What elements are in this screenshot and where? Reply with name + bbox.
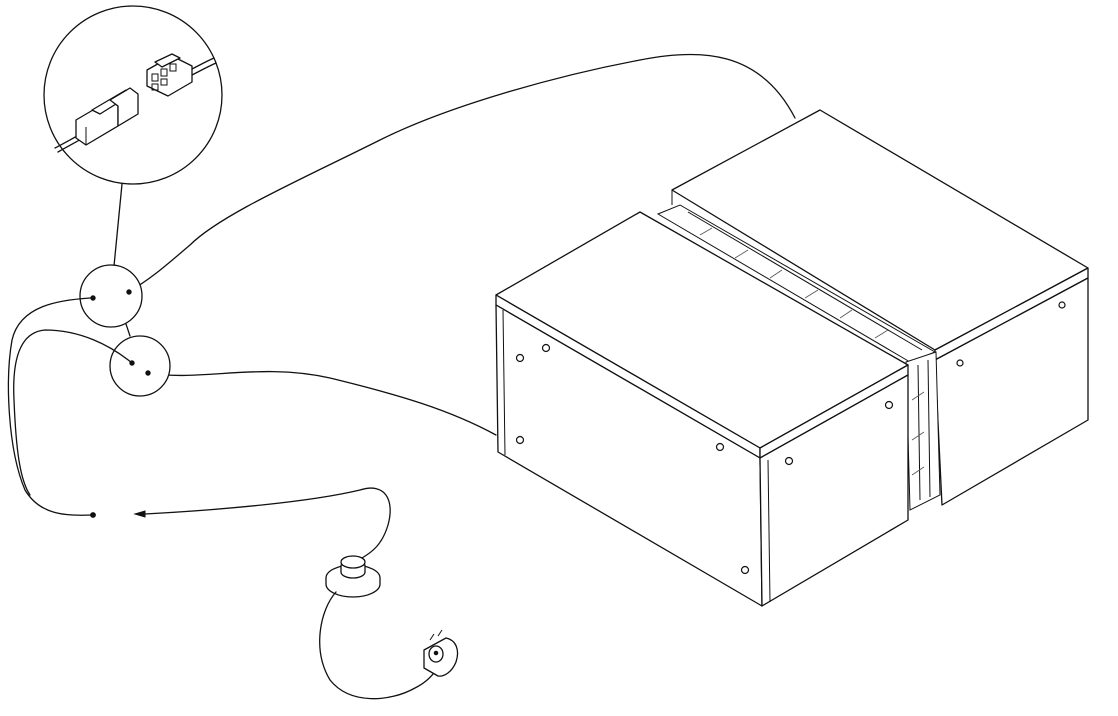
glass-panel (656, 204, 941, 511)
cable-to-plug (319, 591, 437, 700)
cabinet-front-hole (884, 400, 894, 410)
cabinet-front-hole (784, 456, 794, 466)
cabinet-front-hole (515, 435, 525, 445)
cabinet-rear (671, 109, 1089, 506)
cable-loop-outer (7, 297, 94, 516)
glass-hatching (699, 227, 925, 476)
cabinet-front-hole (541, 343, 551, 353)
cabinet-front-hole (715, 442, 725, 452)
cable-front-cabinet (147, 370, 497, 436)
cabinet-rear-hole (956, 359, 964, 367)
connector-joint-lower (109, 335, 171, 397)
connector-detail-leader (113, 183, 123, 267)
cabinet-front-hole (515, 353, 525, 363)
cabinet-front-hole (740, 565, 750, 575)
connector-joint-upper (79, 264, 143, 328)
power-plug (423, 629, 459, 677)
cabinet-rear-side (934, 277, 1089, 506)
cabinet-front (495, 211, 909, 607)
glass-panel-front (905, 351, 941, 511)
cable-plug-end (133, 510, 146, 518)
cable-plug-end (90, 512, 96, 518)
cable-to-switch (144, 487, 391, 559)
cabinet-front-end (759, 374, 909, 607)
cable-rear-cabinet (127, 53, 796, 293)
cabinet-rear-hole (1058, 301, 1066, 309)
connector-detail (43, 5, 223, 267)
foot-switch (325, 555, 381, 598)
cable-loop-inner (13, 329, 133, 496)
